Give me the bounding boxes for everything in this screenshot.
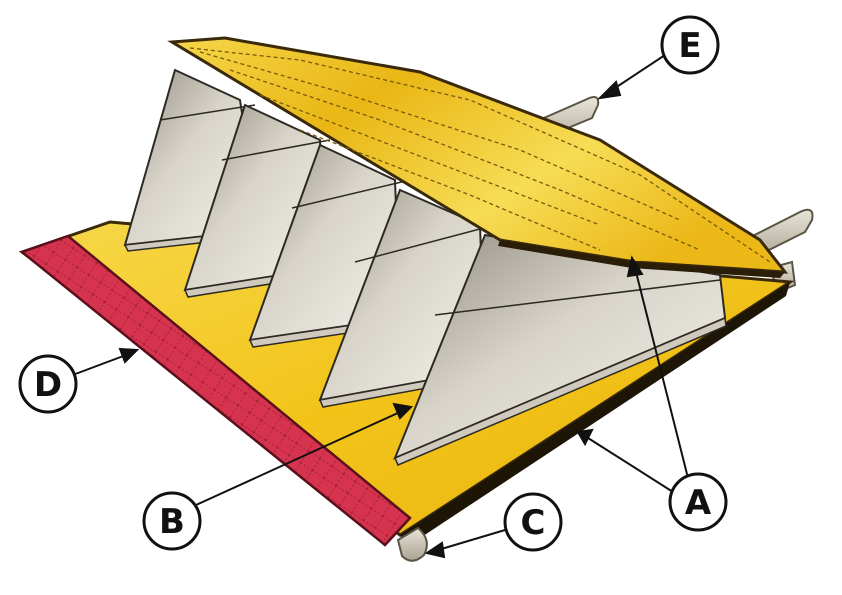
leader-e <box>597 54 666 100</box>
bottom-strap <box>396 526 428 562</box>
strap-bottom <box>396 526 428 562</box>
callout-b: B <box>142 491 202 551</box>
red-strip-surface <box>19 234 412 547</box>
callout-a: A <box>668 472 728 532</box>
leader-b <box>195 402 414 506</box>
callout-e: E <box>660 15 720 75</box>
leader-a <box>576 255 689 493</box>
callout-e-label: E <box>678 26 701 66</box>
callout-a-label: A <box>685 483 712 523</box>
callout-d: D <box>18 354 78 414</box>
callout-c: C <box>503 492 563 552</box>
leader-c <box>424 529 506 559</box>
top-panel <box>167 36 789 278</box>
base-panel-shadow-edge <box>400 282 790 548</box>
fin-5 <box>393 233 727 466</box>
leader-d <box>69 347 140 377</box>
top-panel-underside <box>498 240 785 278</box>
fins <box>123 68 727 466</box>
callout-leaders <box>69 54 689 559</box>
top-panel-seams <box>189 47 771 263</box>
red-strip <box>19 234 412 547</box>
callout-d-label: D <box>34 365 62 405</box>
callout-c-label: C <box>521 503 546 543</box>
top-panel-surface <box>167 36 789 274</box>
callout-b-label: B <box>159 502 185 542</box>
